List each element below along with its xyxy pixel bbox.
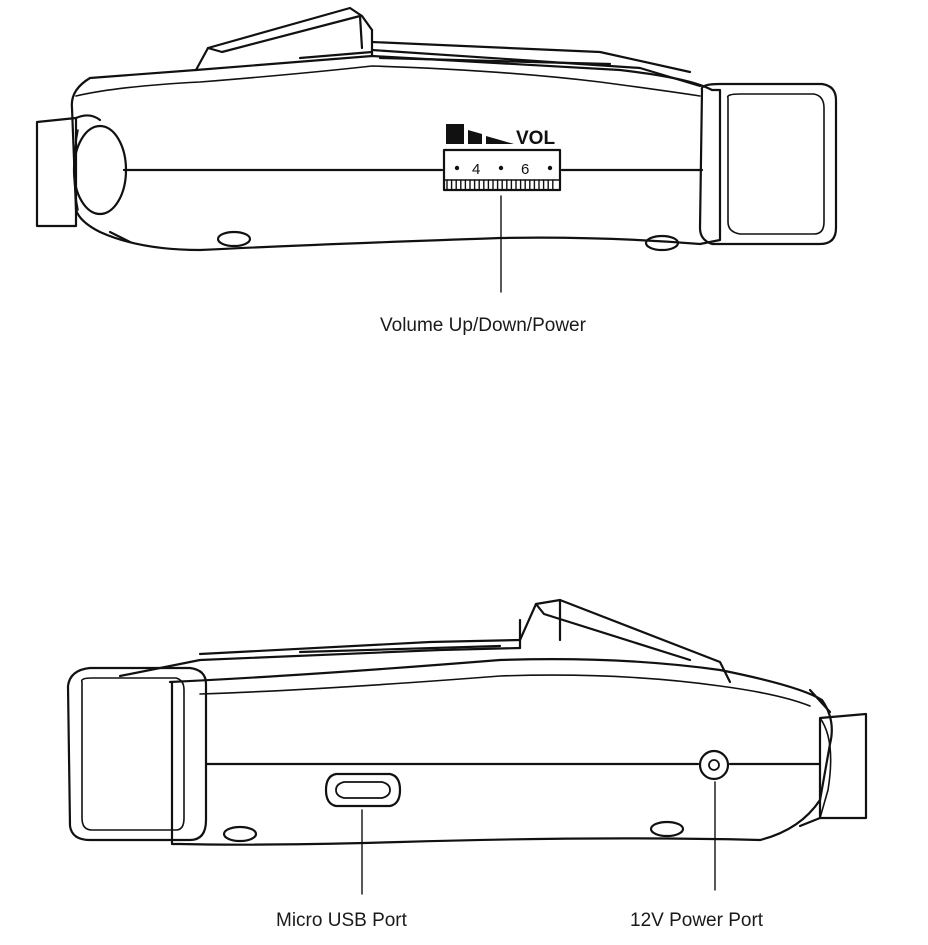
top-view: VOL 4 6 Volume Up/Down/Power <box>35 6 838 336</box>
wheel-number-6: 6 <box>521 161 529 178</box>
micro-usb-port[interactable] <box>324 772 402 808</box>
top-screw-hole-right <box>644 234 680 252</box>
power-callout-label: 12V Power Port <box>630 910 764 931</box>
top-right-endcap <box>698 82 838 246</box>
volume-level-icon <box>446 124 514 144</box>
wheel-ridges <box>446 179 554 191</box>
power-port-12v[interactable] <box>698 749 730 781</box>
usb-callout-label: Micro USB Port <box>276 910 408 931</box>
bottom-right-endcap <box>798 688 868 828</box>
top-body-outline <box>70 54 722 252</box>
volume-wheel[interactable]: 4 6 <box>442 148 562 192</box>
bottom-screw-hole-right <box>649 820 685 838</box>
top-screw-hole-left <box>216 230 252 248</box>
bottom-left-endcap <box>66 666 208 842</box>
top-left-endcap <box>35 114 132 244</box>
bottom-view: Micro USB Port 12V Power Port <box>66 598 868 931</box>
top-left-lens-ring <box>72 124 128 216</box>
wheel-number-4: 4 <box>472 161 480 178</box>
top-ridge <box>194 6 702 88</box>
volume-label: VOL <box>516 128 555 149</box>
volume-callout-label: Volume Up/Down/Power <box>380 315 587 336</box>
bottom-body-outline <box>168 658 833 846</box>
bottom-ridge <box>118 598 732 684</box>
bottom-screw-hole-left <box>222 825 258 843</box>
